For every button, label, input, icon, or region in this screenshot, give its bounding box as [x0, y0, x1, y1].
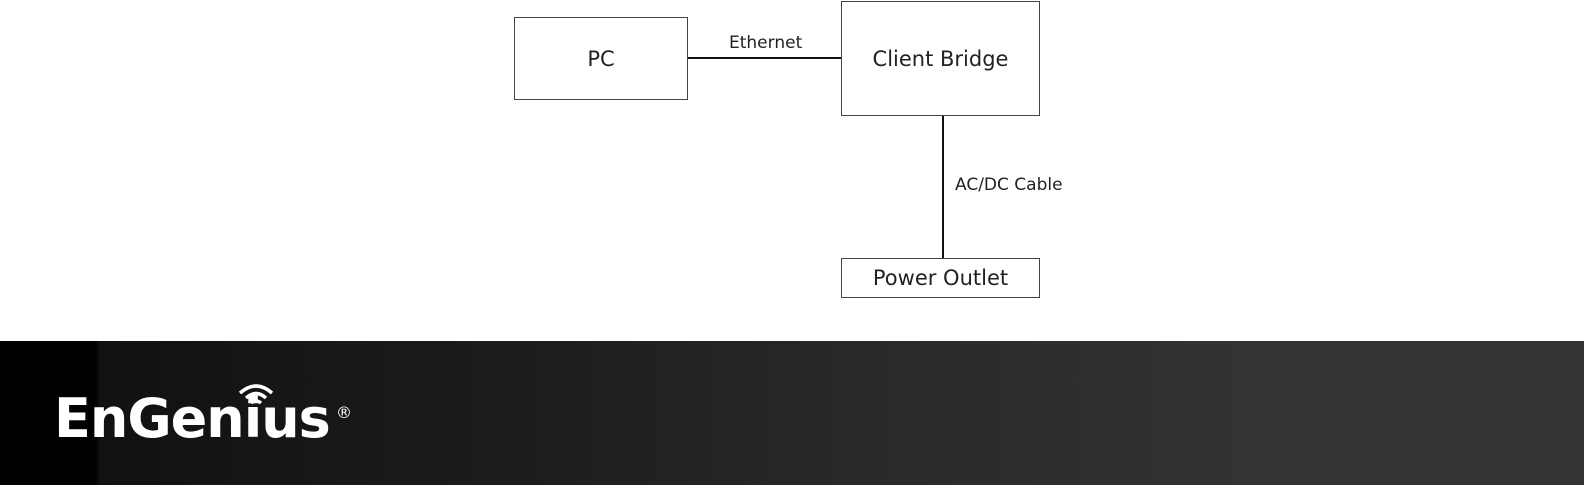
footer-banner: EnGenius ® — [0, 341, 1584, 485]
power-cable-connection — [942, 116, 944, 258]
brand-name: EnGenius — [54, 387, 331, 450]
power-cable-label: AC/DC Cable — [955, 175, 1063, 195]
pc-label: PC — [587, 46, 615, 71]
ethernet-label: Ethernet — [729, 33, 803, 53]
power-outlet-label: Power Outlet — [872, 266, 1009, 290]
ethernet-connection — [688, 57, 841, 59]
registered-trademark-icon: ® — [336, 403, 352, 422]
pc-node: PC — [514, 17, 688, 100]
client-bridge-label: Client Bridge — [872, 46, 1009, 71]
power-outlet-node: Power Outlet — [841, 258, 1040, 298]
engenius-logo: EnGenius ® — [54, 384, 352, 450]
client-bridge-node: Client Bridge — [841, 1, 1040, 116]
wifi-signal-icon — [238, 384, 274, 405]
